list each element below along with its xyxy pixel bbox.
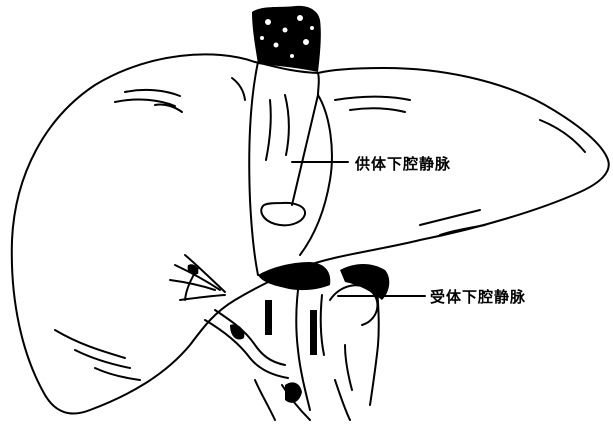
donor-ivc-stump <box>261 203 305 225</box>
recipient-ivc-label: 受体下腔静脉 <box>430 286 526 307</box>
falciform-ligament <box>300 95 332 255</box>
donor-ivc-vessel <box>249 62 258 275</box>
donor-ivc-label: 供体下腔静脉 <box>355 153 451 174</box>
